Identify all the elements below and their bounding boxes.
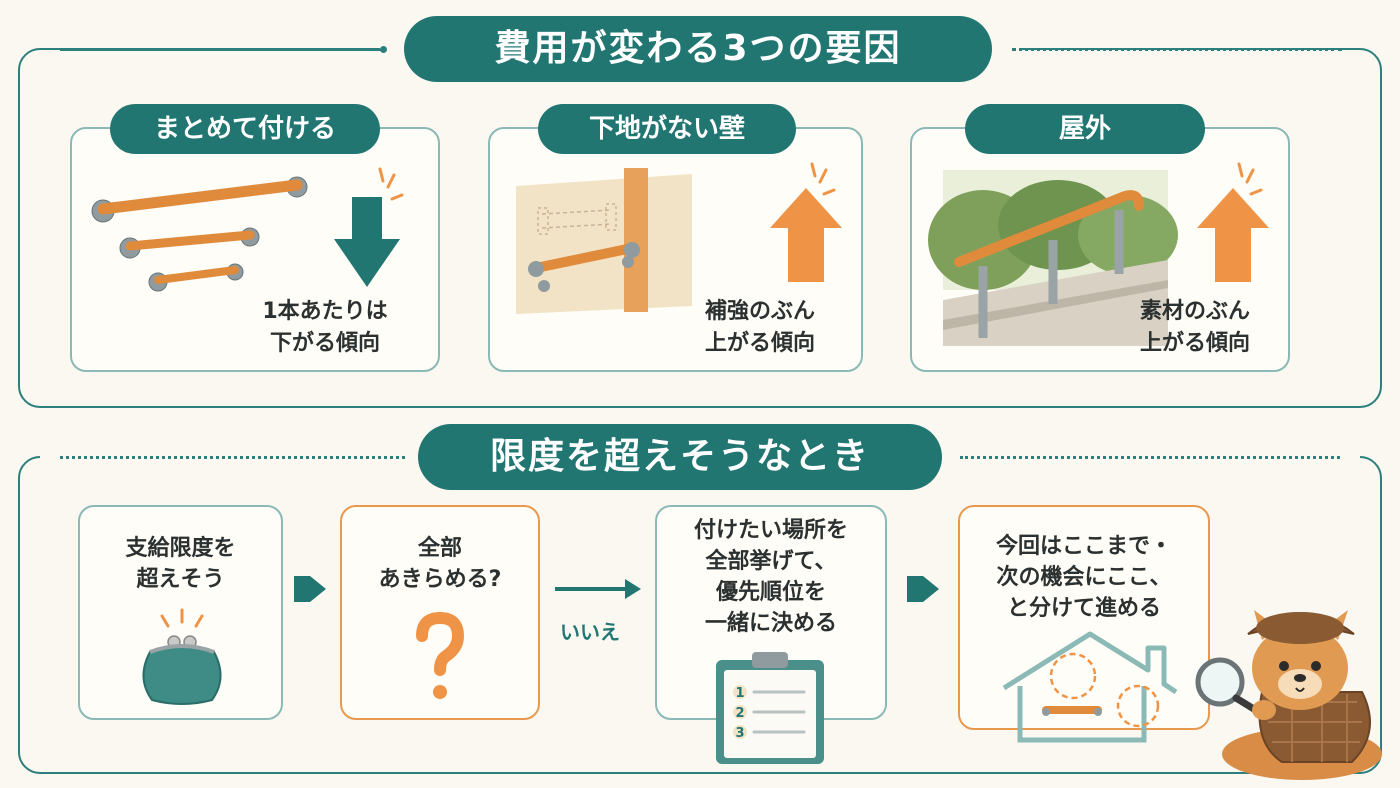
branch-label-no: いいえ bbox=[560, 620, 620, 644]
up-arrow-icon bbox=[1197, 162, 1269, 282]
flow-step-split-plan-text: 今回はここまで・ 次の機会にここ、 と分けて進める bbox=[995, 534, 1172, 621]
card-caption-bulk: 1本あたりは 下がる傾向 bbox=[262, 299, 388, 356]
flow-step-give-up-text: 全部 あきらめる? bbox=[378, 536, 502, 592]
flow-step-prioritize: 付けたい場所を 全部挙げて、 優先順位を 一緒に決める bbox=[655, 505, 887, 720]
clipboard-checklist-icon: 1 2 3 bbox=[716, 652, 824, 764]
up-arrow-icon bbox=[770, 162, 842, 282]
title-leader-left bbox=[60, 456, 405, 459]
checklist-number: 2 bbox=[735, 706, 744, 721]
card-caption-outdoor: 素材のぶん 上がる傾向 bbox=[1139, 299, 1250, 356]
card-label-bulk: まとめて付ける bbox=[110, 104, 380, 154]
limit-title: 限度を超えそうなとき bbox=[418, 424, 942, 490]
down-arrow-icon bbox=[334, 167, 404, 287]
card-label-outdoor: 屋外 bbox=[965, 104, 1205, 154]
arrow-right-icon bbox=[907, 576, 939, 602]
flow-step-split-plan: 今回はここまで・ 次の機会にここ、 と分けて進める bbox=[958, 505, 1210, 730]
detective-dog-mascot bbox=[1195, 610, 1382, 780]
reinforced-wall-illustration bbox=[516, 168, 692, 314]
arrow-right-icon bbox=[294, 576, 326, 602]
title-leader-left bbox=[60, 49, 385, 51]
checklist-number: 3 bbox=[735, 726, 744, 741]
house-plan-icon bbox=[1002, 631, 1178, 743]
checklist-number: 1 bbox=[735, 686, 744, 701]
wallet-icon bbox=[142, 608, 222, 705]
outdoor-handrail-illustration bbox=[928, 170, 1178, 346]
title-leader-right bbox=[1012, 48, 1342, 51]
flow-step-prioritize-text: 付けたい場所を 全部挙げて、 優先順位を 一緒に決める bbox=[693, 518, 848, 636]
title-leader-right bbox=[960, 456, 1340, 459]
card-label-no-backing: 下地がない壁 bbox=[538, 104, 796, 154]
question-mark-icon bbox=[416, 611, 465, 699]
arrow-right-long-icon bbox=[555, 579, 641, 599]
flow-step-exceed-text: 支給限度を 超えそう bbox=[125, 536, 236, 592]
card-caption-no-backing: 補強のぶん 上がる傾向 bbox=[704, 299, 815, 356]
factors-title: 費用が変わる3つの要因 bbox=[404, 16, 992, 82]
leader-dot bbox=[380, 46, 387, 53]
three-handrails-illustration bbox=[91, 176, 308, 292]
